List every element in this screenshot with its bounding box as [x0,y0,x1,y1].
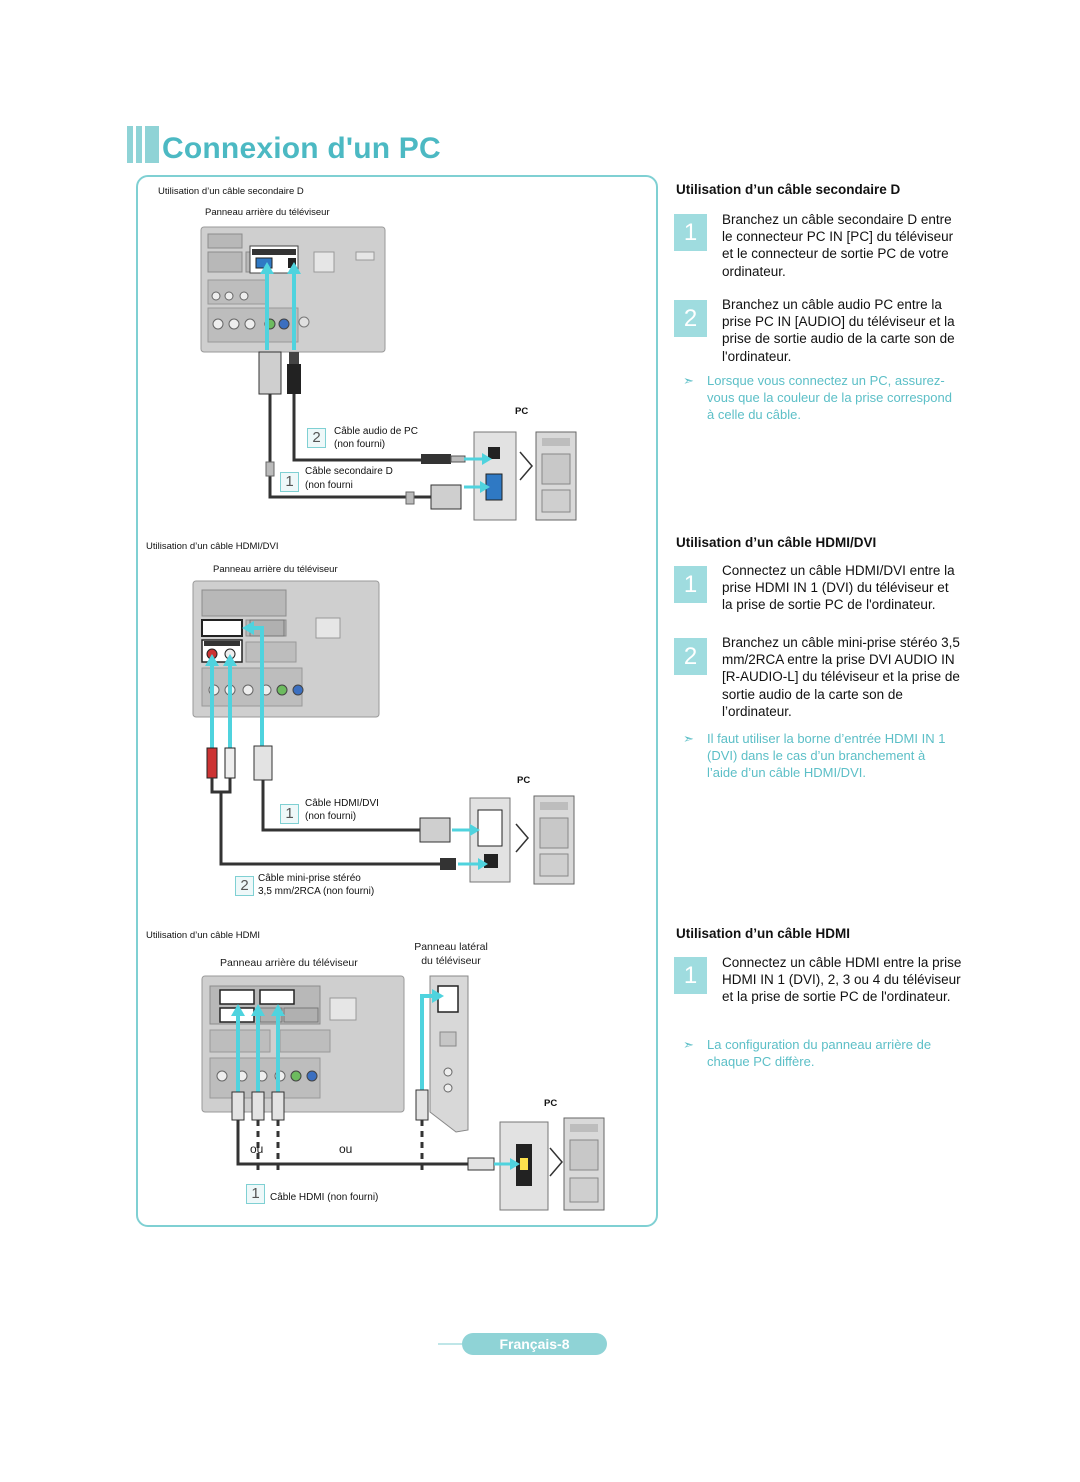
hdmidvi-cable-number: 1 [280,804,299,824]
dsub-vga-cable-number: 1 [280,472,299,492]
hdmidvi-mini-cable-note: 3,5 mm/2RCA (non fourni) [258,886,375,897]
hdmidvi-pc-label: PC [517,775,531,786]
hdmi-panel-label: Panneau arrière du téléviseur [220,957,358,969]
note-text: La configuration du panneau arrière de c… [707,1037,932,1070]
hdmi-diagram [201,975,605,1211]
step-text: Connectez un câble HDMI/DVI entre la pri… [722,563,955,613]
hdmidvi-mini-cable-number: 2 [235,876,254,896]
hdmidvi-cable-label: Câble HDMI/DVI [305,798,379,809]
note-arrow-icon: ➣ [683,373,694,388]
section-heading-hdmi: Utilisation d’un câble HDMI [676,926,851,941]
step-number: 2 [674,638,707,675]
hdmi-side-label-line2: du téléviseur [421,955,481,967]
note-text: Lorsque vous connectez un PC, assurez-vo… [707,373,952,423]
dsub-audio-cable-number: 2 [307,428,326,448]
diagram-frame [136,175,658,1227]
hdmi-in-1-port [201,619,243,637]
section-heading-hdmi-dvi: Utilisation d’un câble HDMI/DVI [676,535,877,550]
step-number: 1 [674,566,707,603]
dsub-vga-cable-label: Câble secondaire D [305,466,393,477]
audio-in-port [288,258,296,268]
hdmidvi-caption: Utilisation d’un câble HDMI/DVI [146,541,279,552]
note-arrow-icon: ➣ [683,1037,694,1052]
hdmi-cable-number: 1 [246,1184,265,1204]
hdmidvi-cable-note: (non fourni) [305,811,357,822]
step-text: Branchez un câble mini-prise stéréo 3,5 … [722,635,960,719]
step-text: Branchez un câble secondaire D entre le … [722,212,954,279]
side-hdmi-port [437,985,459,1013]
step-number: 2 [674,300,707,337]
dsub-audio-cable-note: (non fourni) [334,439,386,450]
dsub-caption: Utilisation d’un câble secondaire D [158,186,304,197]
dsub-diagram [200,226,577,521]
dsub-audio-cable-label: Câble audio de PC [334,426,418,437]
step-text: Connectez un câble HDMI entre la prise H… [722,955,962,1005]
dsub-pc-label: PC [515,406,529,417]
hdmi-or-label-1: ou [250,1142,264,1156]
step-text: Branchez un câble audio PC entre la pris… [722,297,955,364]
step-number: 1 [674,957,707,994]
hdmi-cable-label: Câble HDMI (non fourni) [270,1192,379,1203]
note-arrow-icon: ➣ [683,731,694,746]
hdmi-or-label-2: ou [339,1142,353,1156]
hdmi-side-label-line1: Panneau latéral [414,941,488,953]
hdmi-pc-label: PC [544,1098,558,1109]
step-number: 1 [674,214,707,251]
section-heading-dsub: Utilisation d’un câble secondaire D [676,182,901,197]
hdmi-in-port [219,989,255,1005]
hdmidvi-mini-cable-label: Câble mini-prise stéréo [258,873,361,884]
note-text: Il faut utiliser la borne d’entrée HDMI … [707,731,946,781]
hdmidvi-diagram [192,580,575,885]
hdmidvi-panel-label: Panneau arrière du téléviseur [213,564,338,575]
page-title: Connexion d'un PC [162,132,441,165]
hdmi-caption: Utilisation d’un câble HDMI [146,930,261,941]
dsub-vga-cable-note: (non fourni [305,480,353,491]
dsub-panel-label: Panneau arrière du téléviseur [205,207,330,218]
page-number-badge: Français-8 [438,1333,607,1355]
